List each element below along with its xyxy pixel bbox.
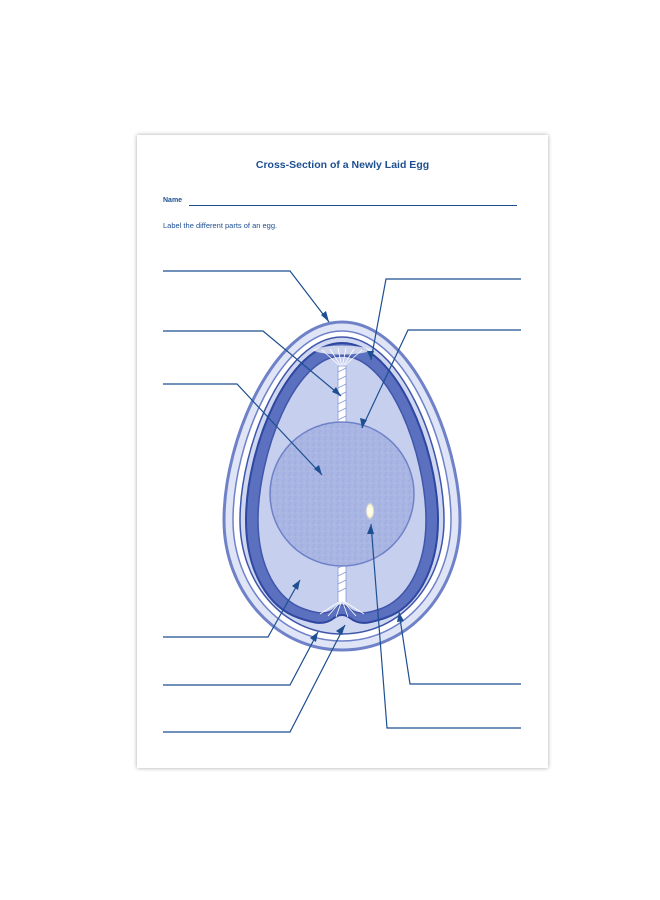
- chalaza-fibers-bottom: [319, 599, 365, 618]
- germinal-disc: [365, 501, 375, 521]
- name-line: [189, 205, 517, 206]
- leader-albumen: [163, 579, 301, 638]
- name-field[interactable]: Name: [163, 197, 517, 209]
- leader-shell-membrane-right: [398, 611, 521, 685]
- leader-shell: [163, 270, 330, 323]
- leader-outer-membrane: [163, 631, 319, 686]
- leader-vitelline: [361, 329, 521, 429]
- leader-germinal-disc: [370, 523, 521, 729]
- name-label: Name: [163, 197, 183, 204]
- leader-air-cell: [163, 624, 346, 733]
- leader-yolk: [163, 383, 323, 476]
- label-leader-lines: [163, 270, 521, 733]
- leader-chalaza: [163, 330, 342, 397]
- page-title: Cross-Section of a Newly Laid Egg: [255, 159, 430, 171]
- leader-inner-membrane: [370, 278, 521, 361]
- air-cell-top: [312, 345, 372, 355]
- yolk: [269, 421, 415, 567]
- instruction-text: Label the different parts of an egg.: [163, 221, 278, 230]
- arrow-heads: [292, 311, 404, 642]
- chalaza-fibers-top: [321, 347, 363, 369]
